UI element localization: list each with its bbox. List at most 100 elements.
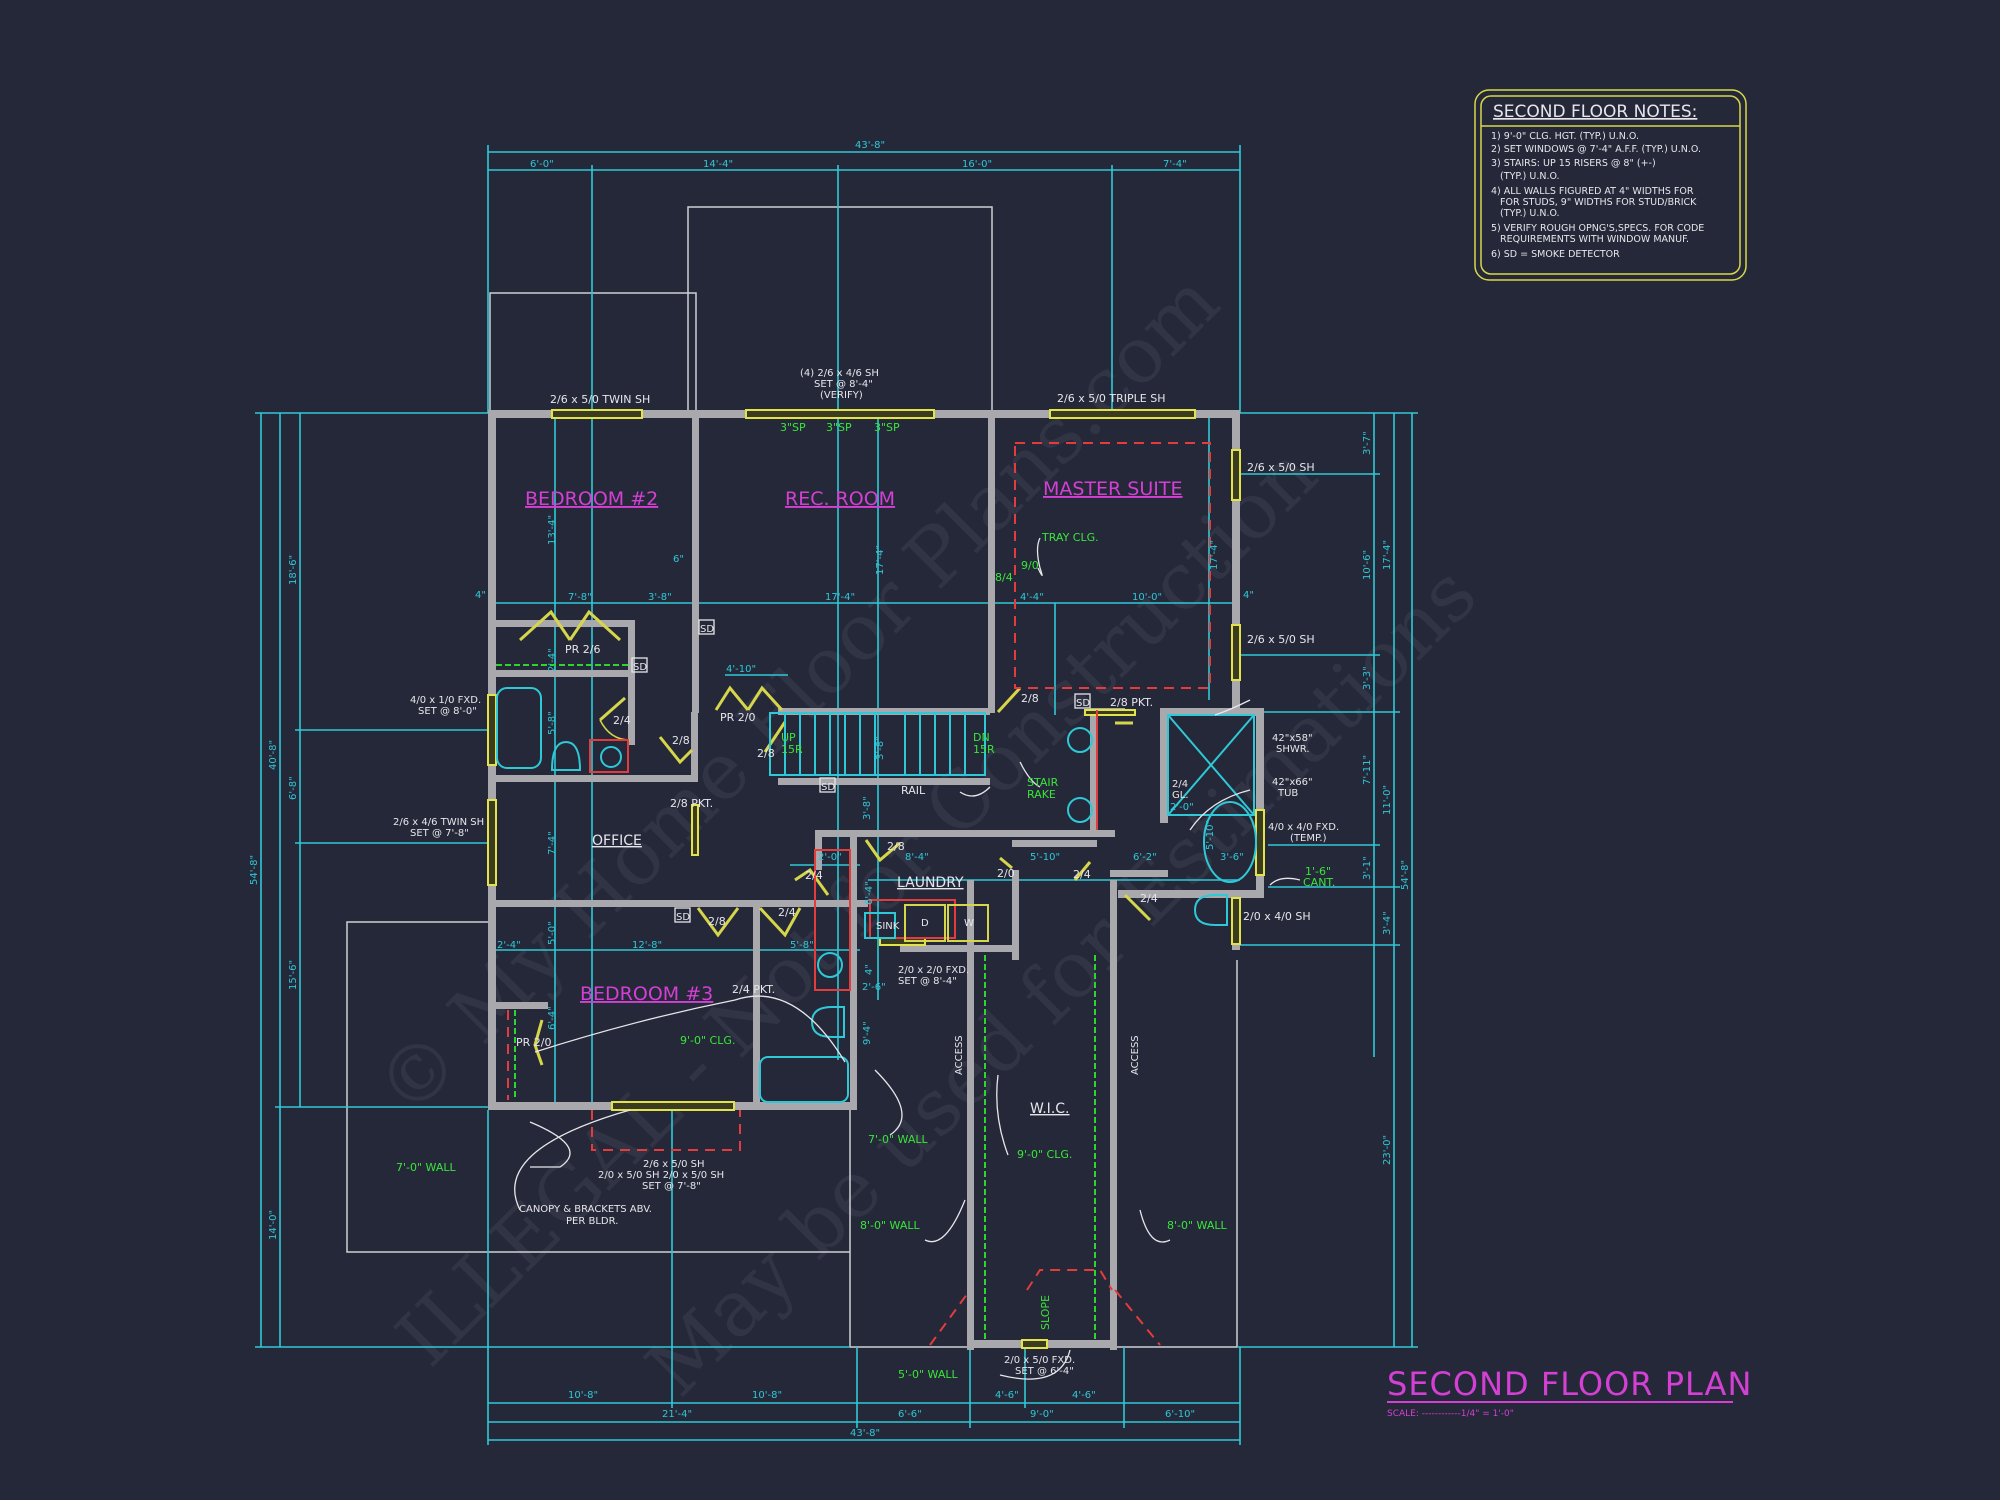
dim-interior: 13'-4" — [547, 515, 558, 545]
dim-bottom-inner: 10'-8" — [568, 1390, 598, 1401]
dim-interior: 3'-8" — [875, 736, 886, 760]
dim-interior: 6'-2" — [1133, 852, 1157, 863]
annotations: TRAY CLG. 9/0 8/4 UP 15R DN 15R RAIL STA… — [396, 531, 1335, 1381]
room-rec-room: REC. ROOM — [785, 488, 895, 510]
dim-right-mid: 3'-4" — [1382, 911, 1393, 935]
dim-right-inner: 3'-1" — [1362, 856, 1373, 880]
note-rail: RAIL — [901, 784, 926, 797]
dim-interior: 7'-8" — [568, 592, 592, 603]
door-label: 2/8 PKT. — [670, 797, 713, 810]
dim-bottom-overall: 43'-8" — [850, 1428, 880, 1439]
dim-interior: 5'-10" — [1205, 820, 1216, 850]
door-label: 2/8 — [1021, 692, 1039, 705]
door-label: 2/4 — [1140, 892, 1158, 905]
dim-bottom-mid: 6'-6" — [898, 1409, 922, 1420]
dim-interior: 17'-4" — [875, 545, 886, 575]
note-item: 5) VERIFY ROUGH OPNG'S,SPECS. FOR CODE — [1491, 223, 1704, 234]
note-item: (TYP.) U.N.O. — [1491, 171, 1560, 182]
window-spacing: 3"SP — [780, 421, 806, 434]
dim-left-mid: 40'-8" — [268, 740, 279, 770]
door-label: 2/8 — [672, 734, 690, 747]
note-attic-access: ACCESS — [1130, 1035, 1141, 1075]
dim-left-inner: 6'-8" — [288, 776, 299, 800]
door-label: 2/8 — [757, 747, 775, 760]
window-labels: 2/6 x 5/0 TWIN SH (4) 2/6 x 4/6 SH SET @… — [393, 368, 1339, 1377]
note-washer: W — [964, 918, 974, 929]
dim-left-inner: 15'-6" — [288, 960, 299, 990]
door-labels: PR 2/6 PR 2/0 2/4 2/8 2/8 2/8 PKT. 2/8 2… — [516, 643, 1189, 1049]
note-item: 1) 9'-0" CLG. HGT. (TYP.) U.N.O. — [1491, 131, 1639, 142]
note-item: (TYP.) U.N.O. — [1491, 208, 1560, 219]
dim-right-overall: 54'-8" — [1400, 860, 1411, 890]
stair-down-risers: 15R — [973, 743, 995, 756]
fixtures — [496, 687, 1257, 1103]
note-item: FOR STUDS, 9" WIDTHS FOR STUD/BRICK — [1491, 197, 1697, 208]
window-label: 4/0 x 1/0 FXD. — [410, 695, 481, 706]
window-label: 2/0 x 2/0 FXD. — [898, 965, 969, 976]
note-slope: SLOPE — [1039, 1295, 1052, 1330]
dim-interior: 5'-8" — [790, 940, 814, 951]
note-item: REQUIREMENTS WITH WINDOW MANUF. — [1491, 234, 1689, 245]
second-floor-notes: SECOND FLOOR NOTES: 1) 9'-0" CLG. HGT. (… — [1474, 89, 1747, 281]
drawing-title-text: SECOND FLOOR PLAN — [1387, 1365, 1752, 1403]
dim-right-mid: 11'-0" — [1382, 785, 1393, 815]
door-label: PR 2/0 — [720, 711, 755, 724]
dim-interior: 4" — [1243, 590, 1254, 601]
door-label: 2/0 — [997, 867, 1015, 880]
window-label: 2/6 x 5/0 SH — [1247, 461, 1315, 474]
dimension-lines — [255, 145, 1418, 1445]
window-label: 2/6 x 5/0 TWIN SH — [550, 393, 650, 406]
sd-label: SD — [676, 912, 690, 923]
sd-label: SD — [1076, 698, 1090, 709]
dim-right-inner: 7'-11" — [1362, 755, 1373, 785]
note-5ft-wall: 5'-0" WALL — [898, 1368, 958, 1381]
dim-top-seg: 14'-4" — [703, 159, 733, 170]
dim-bottom-inner: 4'-6" — [1072, 1390, 1096, 1401]
dim-interior: 2'-4" — [497, 940, 521, 951]
room-master-suite: MASTER SUITE — [1043, 478, 1183, 500]
dim-interior: 17'-4" — [825, 592, 855, 603]
window-label: SET @ 8'-4" — [814, 379, 873, 390]
note-stair-rake: STAIR — [1027, 776, 1059, 789]
dim-interior: 4'-10" — [726, 664, 756, 675]
dimension-text: 43'-8" 6'-0" 14'-4" 16'-0" 7'-4" 10'-8" … — [249, 140, 1411, 1439]
dim-bottom-inner: 4'-6" — [995, 1390, 1019, 1401]
door-label: 2/8 — [708, 915, 726, 928]
dim-interior: 9'-4" — [862, 1021, 873, 1045]
note-stair-rake: RAKE — [1027, 788, 1056, 801]
dim-right-mid: 23'-0" — [1382, 1135, 1393, 1165]
dim-interior: 3'-8" — [862, 796, 873, 820]
room-wic: W.I.C. — [1030, 1101, 1070, 1117]
door-label: 2/8 — [887, 840, 905, 853]
dim-right-inner: 10'-6" — [1362, 550, 1373, 580]
door-label: 2/4 — [805, 869, 823, 882]
window-label: SET @ 8'-4" — [898, 976, 957, 987]
door-label: 2/4 — [1172, 779, 1188, 790]
drawing-title: SECOND FLOOR PLAN SCALE: ------------1/4… — [1387, 1365, 1752, 1419]
door-label: 2/4 PKT. — [732, 983, 775, 996]
stair-down: DN — [973, 731, 990, 744]
note-tub: 42"x66" — [1272, 777, 1313, 788]
note-8ft-wall: 8'-0" WALL — [1167, 1219, 1227, 1232]
dim-bottom-inner: 10'-8" — [752, 1390, 782, 1401]
dim-bottom-mid: 21'-4" — [662, 1409, 692, 1420]
window-label: 2/6 x 5/0 TRIPLE SH — [1057, 392, 1165, 405]
stair-up: UP — [781, 731, 796, 744]
window-label: 2/0 x 4/0 SH — [1243, 910, 1311, 923]
dim-interior: 17'-4" — [1209, 540, 1220, 570]
dim-interior: 2'-0" — [818, 852, 842, 863]
door-label: 2/4 — [778, 906, 796, 919]
window-label: SET @ 6'-4" — [1015, 1366, 1074, 1377]
window-label: 4/0 x 4/0 FXD. — [1268, 822, 1339, 833]
door-label: PR 2/0 — [516, 1036, 551, 1049]
room-office: OFFICE — [592, 833, 642, 849]
dim-top-seg: 7'-4" — [1163, 159, 1187, 170]
dim-top-seg: 6'-0" — [530, 159, 554, 170]
leader-lines — [514, 537, 1301, 1380]
note-tray-8-4: 8/4 — [995, 571, 1013, 584]
note-shower: 42"x58" — [1272, 733, 1313, 744]
dim-interior: 4'-4" — [1020, 592, 1044, 603]
dim-right-inner: 3'-7" — [1362, 431, 1373, 455]
note-8ft-wall: 8'-0" WALL — [860, 1219, 920, 1232]
dim-interior: 2'-4" — [547, 648, 558, 672]
